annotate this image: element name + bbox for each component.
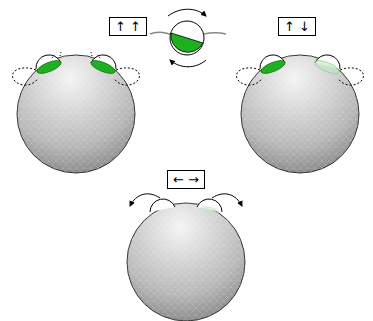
cell-sphere: [127, 194, 245, 321]
spin-label: ↑ ↑: [115, 19, 141, 34]
state-label-box: ← →: [167, 170, 205, 189]
rotation-icon: [150, 9, 226, 67]
cell-sphere: [236, 55, 363, 173]
spin-label: ← →: [173, 172, 199, 187]
spin-label: ↑ ↓: [284, 19, 310, 34]
cell-sphere: [12, 52, 139, 173]
state-label-box: ↑ ↓: [278, 17, 316, 36]
state-label-box: ↑ ↑: [109, 17, 147, 36]
